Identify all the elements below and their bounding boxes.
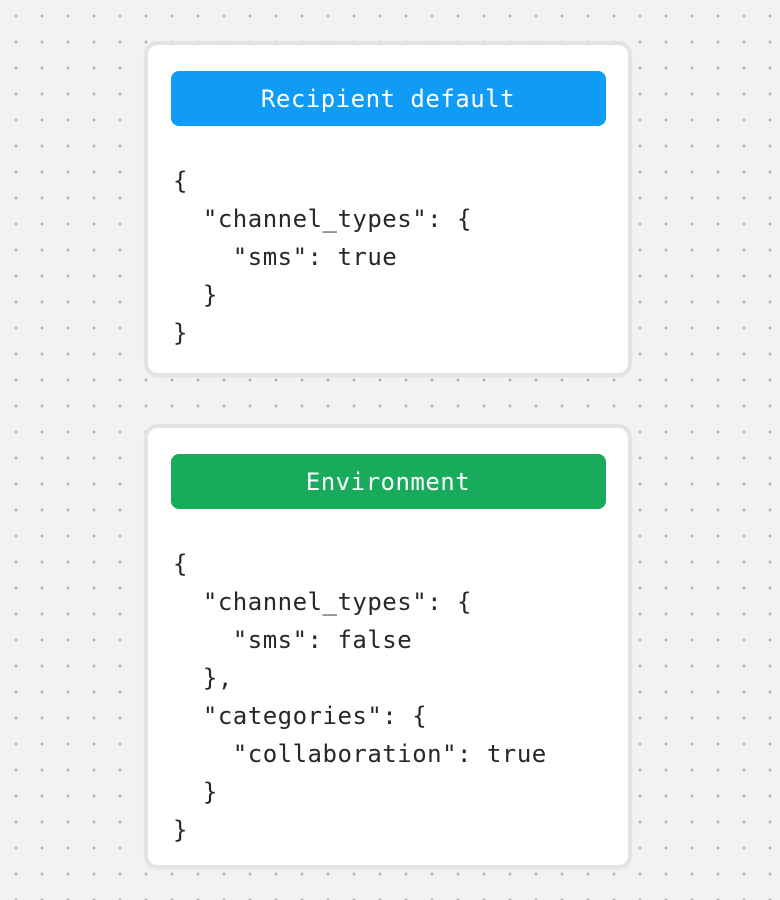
recipient-default-json-code: { "channel_types": { "sms": true } }: [173, 167, 472, 347]
recipient-default-badge: Recipient default: [170, 71, 606, 126]
preference-card-recipient-default: Recipient default { "channel_types": { "…: [144, 41, 632, 377]
environment-badge: Environment: [170, 454, 606, 509]
environment-json-code: { "channel_types": { "sms": false }, "ca…: [173, 550, 547, 844]
preference-card-environment: Environment { "channel_types": { "sms": …: [144, 424, 632, 869]
